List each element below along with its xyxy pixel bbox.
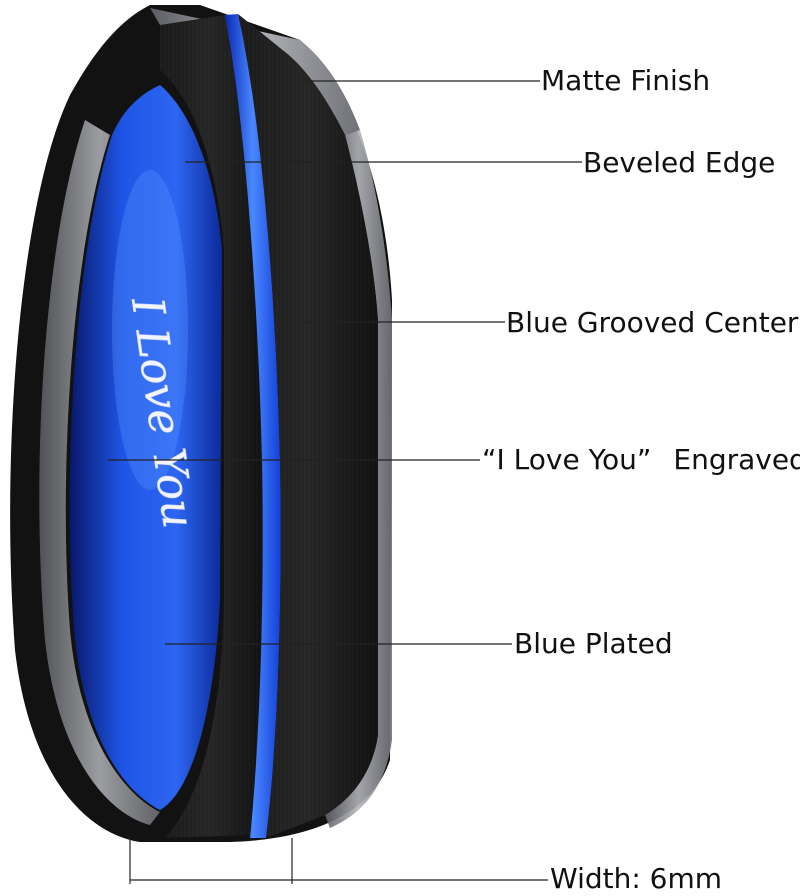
label-engraved: “I Love You” Engraved — [482, 443, 800, 477]
label-beveled-edge: Beveled Edge — [583, 146, 776, 179]
label-width: Width: 6mm — [550, 862, 723, 895]
left-bevel-edge — [39, 120, 160, 825]
interior-highlight — [112, 170, 188, 490]
blue-groove — [225, 14, 281, 838]
label-blue-grooved-center: Blue Grooved Center — [506, 306, 799, 339]
label-engraved-quote: “I Love You” — [482, 443, 652, 476]
right-bevel-edge — [325, 130, 392, 828]
leader-lines — [108, 80, 582, 884]
blue-plated-interior — [69, 85, 222, 810]
label-matte-finish: Matte Finish — [541, 64, 711, 97]
label-engraved-word: Engraved — [673, 443, 800, 476]
label-blue-plated: Blue Plated — [514, 627, 673, 660]
